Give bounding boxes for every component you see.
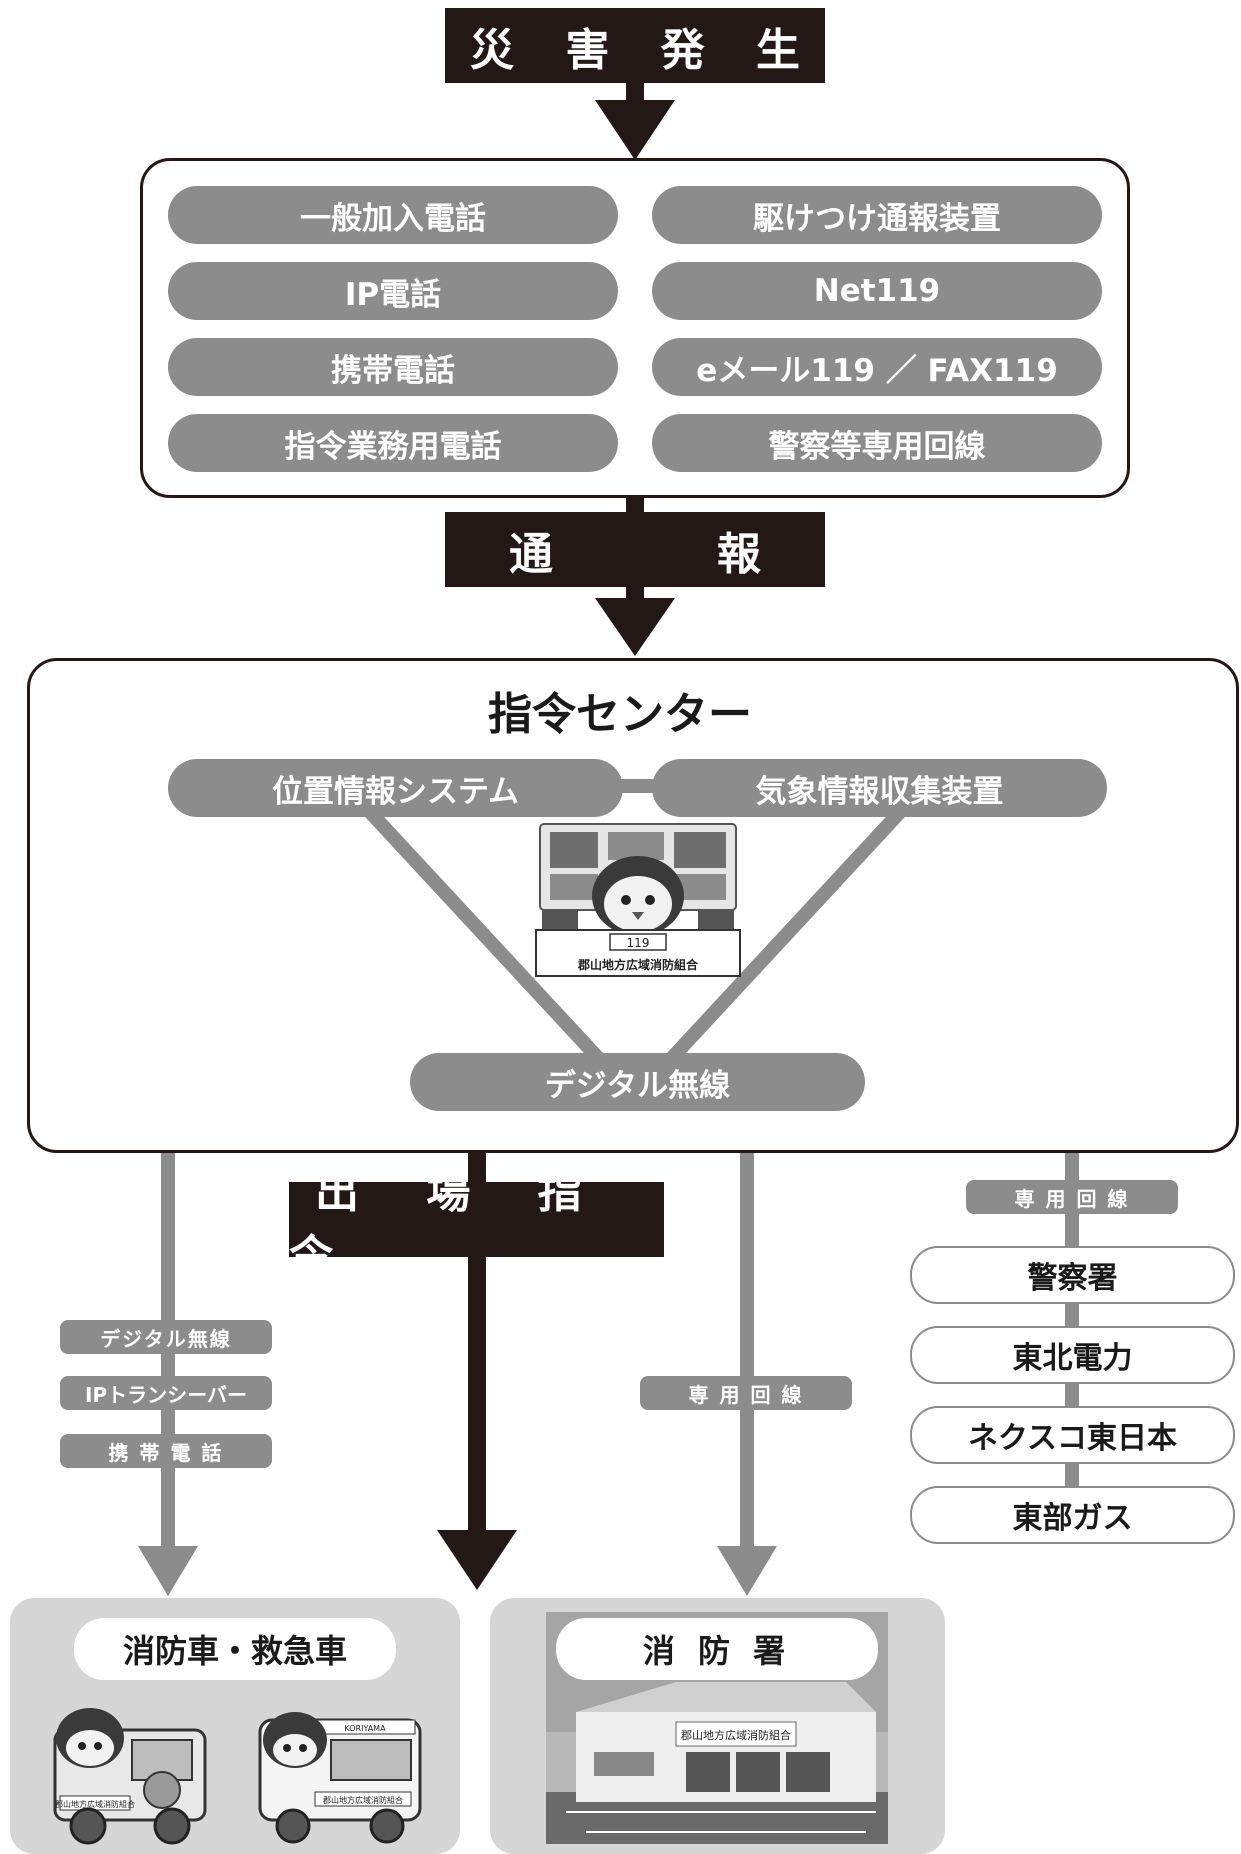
report-label-box: 通 報 — [445, 512, 825, 587]
arrow-to-vehicles — [138, 1546, 198, 1596]
vehicle-top-label: KORIYAMA — [344, 1724, 386, 1733]
channel-dedicated-line-orgs: 専 用 回 線 — [966, 1180, 1178, 1214]
command-center-title: 指令センター — [488, 689, 752, 740]
method-email-fax: eメール119 ／ FAX119 — [652, 338, 1102, 396]
vehicle-sign-1: 郡山地方広域消防組合 — [55, 1799, 135, 1809]
channel-digital-radio: デジタル無線 — [60, 1320, 272, 1354]
dispatch-arrow — [437, 1530, 517, 1590]
mascot-sign-number: 119 — [627, 936, 650, 950]
down-arrow-2 — [595, 598, 675, 656]
method-rush-alarm: 駆けつけ通報装置 — [652, 186, 1102, 244]
location-info-system: 位置情報システム — [168, 759, 623, 817]
arrow-shaft-2a — [626, 498, 644, 512]
fire-engine-illustration: 郡山地方広域消防組合 — [53, 1708, 207, 1845]
method-landline: 一般加入電話 — [168, 186, 618, 244]
station-sign: 郡山地方広域消防組合 — [681, 1728, 791, 1742]
disaster-occurrence-box: 災 害 発 生 — [445, 8, 825, 83]
method-dispatch-phone: 指令業務用電話 — [168, 414, 618, 472]
down-arrow-1 — [595, 100, 675, 160]
org-nexco-east: ネクスコ東日本 — [910, 1406, 1235, 1464]
dispatch-order-box: 出 場 指 令 — [289, 1167, 664, 1282]
method-net119: Net119 — [652, 262, 1102, 320]
channel-dedicated-line-station: 専 用 回 線 — [640, 1376, 852, 1410]
org-police-station: 警察署 — [910, 1246, 1235, 1304]
org-tohoku-electric: 東北電力 — [910, 1326, 1235, 1384]
arrow-shaft-1 — [626, 83, 644, 103]
dispatch-shaft-bottom — [468, 1257, 486, 1537]
channel-ip-transceiver: IPトランシーバー — [60, 1376, 272, 1410]
vehicle-sign-2: 郡山地方広域消防組合 — [323, 1795, 403, 1805]
method-police-line: 警察等専用回線 — [652, 414, 1102, 472]
station-label: 消 防 署 — [556, 1618, 878, 1680]
weather-info-system: 気象情報収集装置 — [652, 759, 1107, 817]
method-ip-phone: IP電話 — [168, 262, 618, 320]
org-tobu-gas: 東部ガス — [910, 1486, 1235, 1544]
mascot-dispatcher-illustration: 119 郡山地方広域消防組合 — [535, 823, 741, 977]
channel-mobile-phone: 携 帯 電 話 — [60, 1434, 272, 1468]
method-mobile: 携帯電話 — [168, 338, 618, 396]
arrow-to-station — [717, 1546, 777, 1596]
digital-radio-center: デジタル無線 — [410, 1053, 865, 1111]
vehicles-label: 消防車・救急車 — [74, 1618, 396, 1680]
line-to-station — [740, 1153, 754, 1548]
ambulance-illustration: KORIYAMA 郡山地方広域消防組合 — [258, 1712, 422, 1844]
mascot-sign-org: 郡山地方広域消防組合 — [577, 957, 699, 972]
